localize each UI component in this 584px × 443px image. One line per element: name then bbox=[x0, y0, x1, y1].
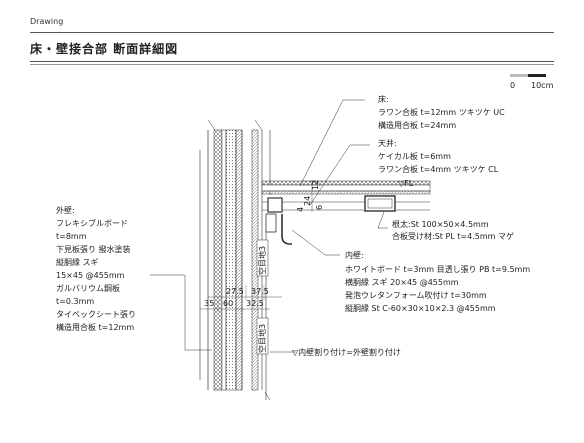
inner-wall-line-3: 発泡ウレタンフォーム吹付け t=30mm bbox=[345, 290, 487, 300]
outer-wall-callout: 外壁: フレキシブルボード t=8mm 下見板張り 撥水塗装 縦胴縁 スギ 15… bbox=[56, 205, 212, 351]
fl-mark: ▽FL bbox=[398, 179, 414, 188]
dim-60: 60 bbox=[223, 299, 233, 308]
floor-line-1: ラワン合板 t=12mm ツキツケ UC bbox=[378, 107, 505, 117]
floor-callout: 床: ラワン合板 t=12mm ツキツケ UC 構造用合板 t=24mm bbox=[299, 94, 505, 187]
floor-dimensions: 12 4 24 6 bbox=[296, 180, 324, 212]
dim-32-5: 32.5 bbox=[246, 299, 264, 308]
dim-6: 6 bbox=[315, 205, 324, 210]
outer-wall-line-3: 下見板張り 撥水塗装 bbox=[56, 244, 131, 254]
ceiling-line-2: ラワン合板 t=4mm ツキツケ CL bbox=[378, 164, 499, 174]
outer-wall-line-6: ガルバリウム鋼板 bbox=[56, 283, 120, 293]
outer-wall-line-1: フレキシブルボード bbox=[56, 218, 128, 228]
floor-assembly bbox=[261, 180, 431, 245]
void-joint-labels: 空目地3 空目地3 bbox=[256, 239, 269, 355]
floor-line-2: 構造用合板 t=24mm bbox=[378, 120, 456, 130]
outer-wall-line-4: 縦胴縁 スギ bbox=[56, 257, 99, 267]
ceiling-heading: 天井: bbox=[378, 138, 397, 148]
break-lines bbox=[207, 119, 271, 401]
header-rule bbox=[30, 32, 554, 33]
scale-ten: 10cm bbox=[531, 81, 554, 90]
ceiling-callout: 天井: ケイカル板 t=6mm ラワン合板 t=4mm ツキツケ CL ▽FL bbox=[309, 138, 499, 206]
outer-wall-line-8: タイベックシート張り bbox=[56, 310, 136, 319]
outer-wall-heading: 外壁: bbox=[56, 205, 75, 215]
outer-wall-line-5: 15×45 @455mm bbox=[56, 271, 125, 280]
title-rule-thin bbox=[30, 64, 554, 65]
ceiling-line-1: ケイカル板 t=6mm bbox=[378, 151, 451, 161]
dim-24: 24 bbox=[303, 196, 312, 206]
scale-bar: 0 10cm bbox=[510, 74, 554, 90]
dim-12: 12 bbox=[311, 180, 320, 190]
outer-wall-layers bbox=[199, 129, 243, 391]
dim-4: 4 bbox=[296, 207, 305, 212]
joist-line-1: 根太:St 100×50×4.5mm bbox=[392, 219, 489, 229]
wall-dimensions: 27.5 37.5 35 60 32.5 bbox=[200, 285, 282, 312]
bottom-note: ▽内壁割り付け=外壁割り付け bbox=[270, 347, 401, 357]
dim-35: 35 bbox=[204, 299, 214, 308]
scale-zero: 0 bbox=[510, 81, 515, 90]
void-joint-lower: 空目地3 bbox=[257, 324, 267, 353]
floor-heading: 床: bbox=[378, 94, 389, 104]
outer-wall-line-9: 構造用合板 t=12mm bbox=[56, 322, 134, 332]
dim-27-5: 27.5 bbox=[226, 287, 244, 296]
outer-wall-line-7: t=0.3mm bbox=[56, 297, 94, 306]
inner-wall-line-1: ホワイトボード t=3mm 目透し張り PB t=9.5mm bbox=[345, 265, 530, 274]
inner-wall-line-2: 横胴縁 スギ 20×45 @455mm bbox=[345, 277, 459, 287]
void-joint-upper: 空目地3 bbox=[257, 246, 267, 275]
joist-callout: 根太:St 100×50×4.5mm 合板受け材:St PL t=4.5mm マ… bbox=[377, 211, 514, 241]
outer-wall-line-2: t=8mm bbox=[56, 232, 87, 241]
drawing-title: 床・壁接合部 断面詳細図 bbox=[30, 42, 179, 56]
title-rule bbox=[30, 61, 554, 62]
dim-37-5: 37.5 bbox=[251, 287, 269, 296]
inner-wall-heading: 内壁: bbox=[345, 250, 364, 260]
inner-wall-callout: 内壁: ホワイトボード t=3mm 目透し張り PB t=9.5mm 横胴縁 ス… bbox=[291, 229, 530, 313]
bottom-note-text: ▽内壁割り付け=外壁割り付け bbox=[292, 347, 401, 357]
joist-line-2: 合板受け材:St PL t=4.5mm マゲ bbox=[392, 231, 514, 241]
inner-wall-line-4: 縦胴縁 St C-60×30×10×2.3 @455mm bbox=[345, 303, 496, 313]
section-label: Drawing bbox=[30, 17, 64, 26]
